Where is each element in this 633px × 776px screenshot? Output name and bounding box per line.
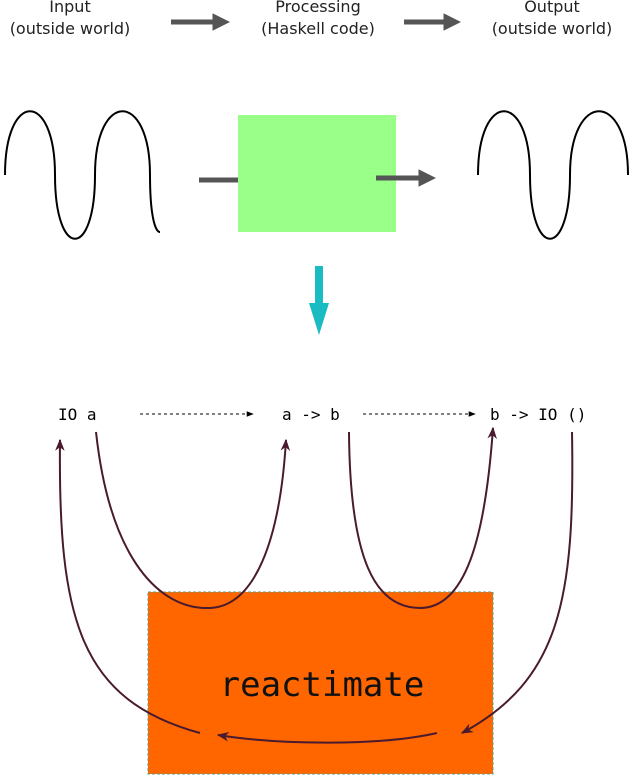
output-subtitle: (outside world)	[491, 19, 613, 38]
flow-curve-loop-bottom	[216, 731, 438, 744]
flow-curve-b-to-output	[348, 426, 498, 610]
input-subtitle: (outside world)	[9, 19, 131, 38]
flow-curve-loop-to-input	[55, 438, 201, 734]
processing-heading: Processing (Haskell code)	[248, 0, 388, 40]
processing-subtitle: (Haskell code)	[261, 19, 375, 38]
reactimate-label: reactimate	[220, 665, 425, 705]
flow-curve-a-to-function	[95, 431, 291, 610]
input-heading: Input (outside world)	[0, 0, 140, 40]
input-title: Input	[49, 0, 91, 16]
arrow-down-icon	[309, 266, 329, 335]
type-b-to-io: b -> IO ()	[490, 405, 586, 424]
processing-box	[238, 115, 396, 232]
processing-title: Processing	[275, 0, 361, 16]
reactimate-box	[147, 591, 494, 775]
output-signal-wave	[477, 110, 629, 240]
flow-curve-output-to-loop	[460, 431, 574, 734]
type-io-a: IO a	[58, 405, 97, 424]
output-title: Output	[524, 0, 580, 16]
output-heading: Output (outside world)	[477, 0, 627, 40]
input-signal-wave	[4, 110, 161, 240]
type-a-to-b: a -> b	[282, 405, 340, 424]
